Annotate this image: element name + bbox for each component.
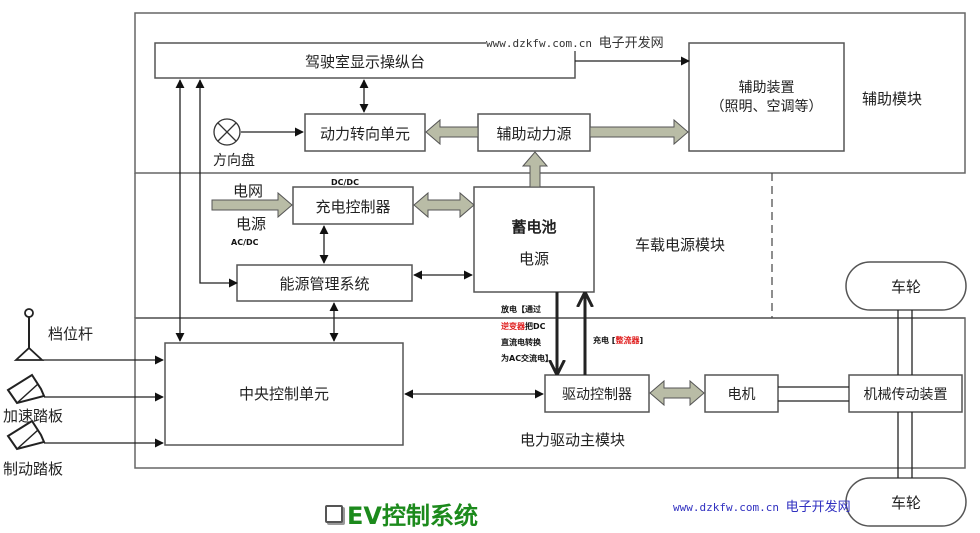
electric-drive-module-label: 电力驱动主模块 <box>520 431 626 449</box>
energy-management-block <box>236 264 413 302</box>
charge-controller-block <box>292 186 414 225</box>
power-steering-block <box>304 113 426 152</box>
brake-pedal-icon <box>6 419 46 451</box>
energy-console-arrow <box>195 79 238 288</box>
accelerator-pedal-label: 加速踏板 <box>3 407 64 425</box>
checkbox-bullet-icon <box>325 505 343 523</box>
cab-console-label: 驾驶室显示操纵台 <box>304 53 425 71</box>
aux-to-device-fat-arrow <box>589 118 689 146</box>
auxiliary-module-frame <box>134 12 966 174</box>
motor-block <box>704 374 779 413</box>
battery-sublabel: 电源 <box>518 250 549 268</box>
mechanical-transmission-label: 机械传动装置 <box>863 387 948 403</box>
charge-note: 充电 [整流器] <box>593 336 644 345</box>
discharge-note-line4: 为AC交流电】 <box>501 354 554 363</box>
electric-drive-module-frame <box>134 317 966 469</box>
discharge-note-line1: 放电【通过 <box>501 305 541 314</box>
central-control-label: 中央控制单元 <box>238 385 329 403</box>
battery-to-aux-fat-arrow <box>521 151 549 188</box>
accelerator-pedal-icon <box>6 373 46 405</box>
central-control-block <box>164 342 404 446</box>
battery-block <box>473 186 595 293</box>
wheel-bottom-block <box>845 477 967 527</box>
aux-power-source-label: 辅助动力源 <box>496 125 572 143</box>
steering-wheel-label: 方向盘 <box>213 153 255 169</box>
aux-device-block <box>688 42 845 152</box>
drive-motor-fat-arrow <box>649 379 705 407</box>
diagram-title: EV控制系统 <box>325 496 478 531</box>
drive-controller-label: 驱动控制器 <box>562 387 632 403</box>
motor-label: 电机 <box>727 387 756 403</box>
drive-controller-block <box>544 374 650 413</box>
steering-wheel-icon <box>213 118 241 146</box>
aux-device-label: 辅助装置 <box>738 80 795 96</box>
wheel-top-block <box>845 261 967 311</box>
aux-device-sublabel: （照明、空调等） <box>710 99 823 115</box>
mechanical-transmission-block <box>848 374 963 413</box>
aux-to-steering-fat-arrow <box>425 118 479 146</box>
inverter-highlight: 逆变器 <box>501 322 525 331</box>
rectifier-highlight: 整流器 <box>615 336 640 345</box>
energy-management-label: 能源管理系统 <box>279 275 370 293</box>
discharge-note-line2: 逆变器把DC <box>501 322 546 331</box>
onboard-power-module-label: 车载电源模块 <box>635 236 726 254</box>
grid-sublabel: 电源 <box>236 215 267 233</box>
charger-battery-fat-arrow <box>413 191 475 219</box>
power-steering-label: 动力转向单元 <box>319 125 410 143</box>
grid-label: 电网 <box>233 182 264 200</box>
acdc-annotation: AC/DC <box>231 238 259 247</box>
discharge-note-line3: 直流电转换 <box>501 338 541 347</box>
grid-fat-arrow <box>211 191 293 219</box>
brake-pedal-label: 制动踏板 <box>3 460 64 478</box>
wheel-bottom-label: 车轮 <box>890 494 921 512</box>
wheel-top-label: 车轮 <box>890 278 921 296</box>
gear-lever-label: 档位杆 <box>48 325 94 343</box>
charge-controller-label: 充电控制器 <box>315 198 391 216</box>
watermark-bottom: www.dzkfw.com.cn 电子开发网 <box>673 500 851 515</box>
auxiliary-module-label: 辅助模块 <box>862 90 923 108</box>
watermark-top: www.dzkfw.com.cn 电子开发网 <box>486 32 664 51</box>
gear-lever-icon <box>13 308 45 361</box>
dcdc-annotation: DC/DC <box>331 178 359 187</box>
battery-label: 蓄电池 <box>511 218 557 236</box>
